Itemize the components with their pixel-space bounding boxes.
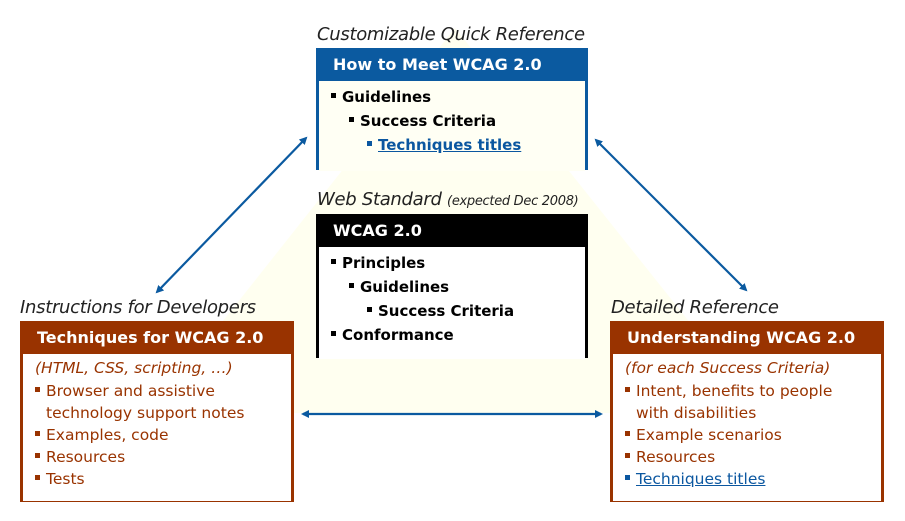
understanding-title: Understanding WCAG 2.0	[613, 324, 881, 354]
wcag-title: WCAG 2.0	[319, 217, 585, 247]
bullet-icon	[349, 283, 354, 288]
bullet-icon	[331, 93, 336, 98]
bullet-icon	[625, 387, 630, 392]
understanding-box: Understanding WCAG 2.0 (for each Success…	[610, 321, 884, 502]
arrow-top-left	[155, 136, 308, 294]
techniques-box: Techniques for WCAG 2.0 (HTML, CSS, scri…	[20, 321, 294, 502]
wcag-list: Principles Guidelines Success Criteria C…	[319, 247, 585, 359]
top-caption: Customizable Quick Reference	[317, 24, 585, 45]
middle-caption-note: (expected Dec 2008)	[447, 194, 579, 209]
middle-caption: Web Standard (expected Dec 2008)	[317, 189, 579, 210]
left-caption: Instructions for Developers	[20, 297, 256, 318]
understanding-subtitle: (for each Success Criteria)	[625, 359, 831, 377]
list-item: Resources	[35, 446, 281, 468]
bullet-icon	[625, 475, 630, 480]
bullet-icon	[367, 307, 372, 312]
list-item: Success Criteria	[331, 299, 575, 323]
techniques-subtitle: (HTML, CSS, scripting, …)	[35, 359, 233, 377]
list-item: Success Criteria	[331, 109, 575, 133]
list-item: Guidelines	[331, 85, 575, 109]
wcag-box: WCAG 2.0 Principles Guidelines Success C…	[316, 214, 588, 359]
arrow-top-right	[594, 138, 748, 292]
list-item: Conformance	[331, 323, 575, 347]
bullet-icon	[35, 475, 40, 480]
techniques-titles-link[interactable]: Techniques titles	[636, 470, 766, 488]
list-item: Tests	[35, 468, 281, 490]
bullet-icon	[331, 259, 336, 264]
list-item: Resources	[625, 446, 871, 468]
bullet-icon	[625, 431, 630, 436]
list-item: Principles	[331, 251, 575, 275]
how-to-meet-title: How to Meet WCAG 2.0	[319, 51, 585, 81]
bullet-icon	[35, 431, 40, 436]
bullet-icon	[35, 453, 40, 458]
techniques-list: (HTML, CSS, scripting, …) Browser and as…	[23, 354, 291, 501]
bullet-icon	[625, 453, 630, 458]
how-to-meet-box: How to Meet WCAG 2.0 Guidelines Success …	[316, 48, 588, 171]
list-item: Examples, code	[35, 424, 281, 446]
list-item: Techniques titles	[331, 133, 575, 157]
techniques-title: Techniques for WCAG 2.0	[23, 324, 291, 354]
bullet-icon	[331, 331, 336, 336]
bullet-icon	[349, 117, 354, 122]
how-to-meet-list: Guidelines Success Criteria Techniques t…	[319, 81, 585, 171]
understanding-list: (for each Success Criteria) Intent, bene…	[613, 354, 881, 501]
bullet-icon	[35, 387, 40, 392]
list-item: Guidelines	[331, 275, 575, 299]
bullet-icon	[367, 141, 372, 146]
list-item: Example scenarios	[625, 424, 871, 446]
right-caption: Detailed Reference	[611, 297, 779, 318]
techniques-titles-link[interactable]: Techniques titles	[378, 136, 522, 154]
list-item: Techniques titles	[625, 468, 871, 490]
